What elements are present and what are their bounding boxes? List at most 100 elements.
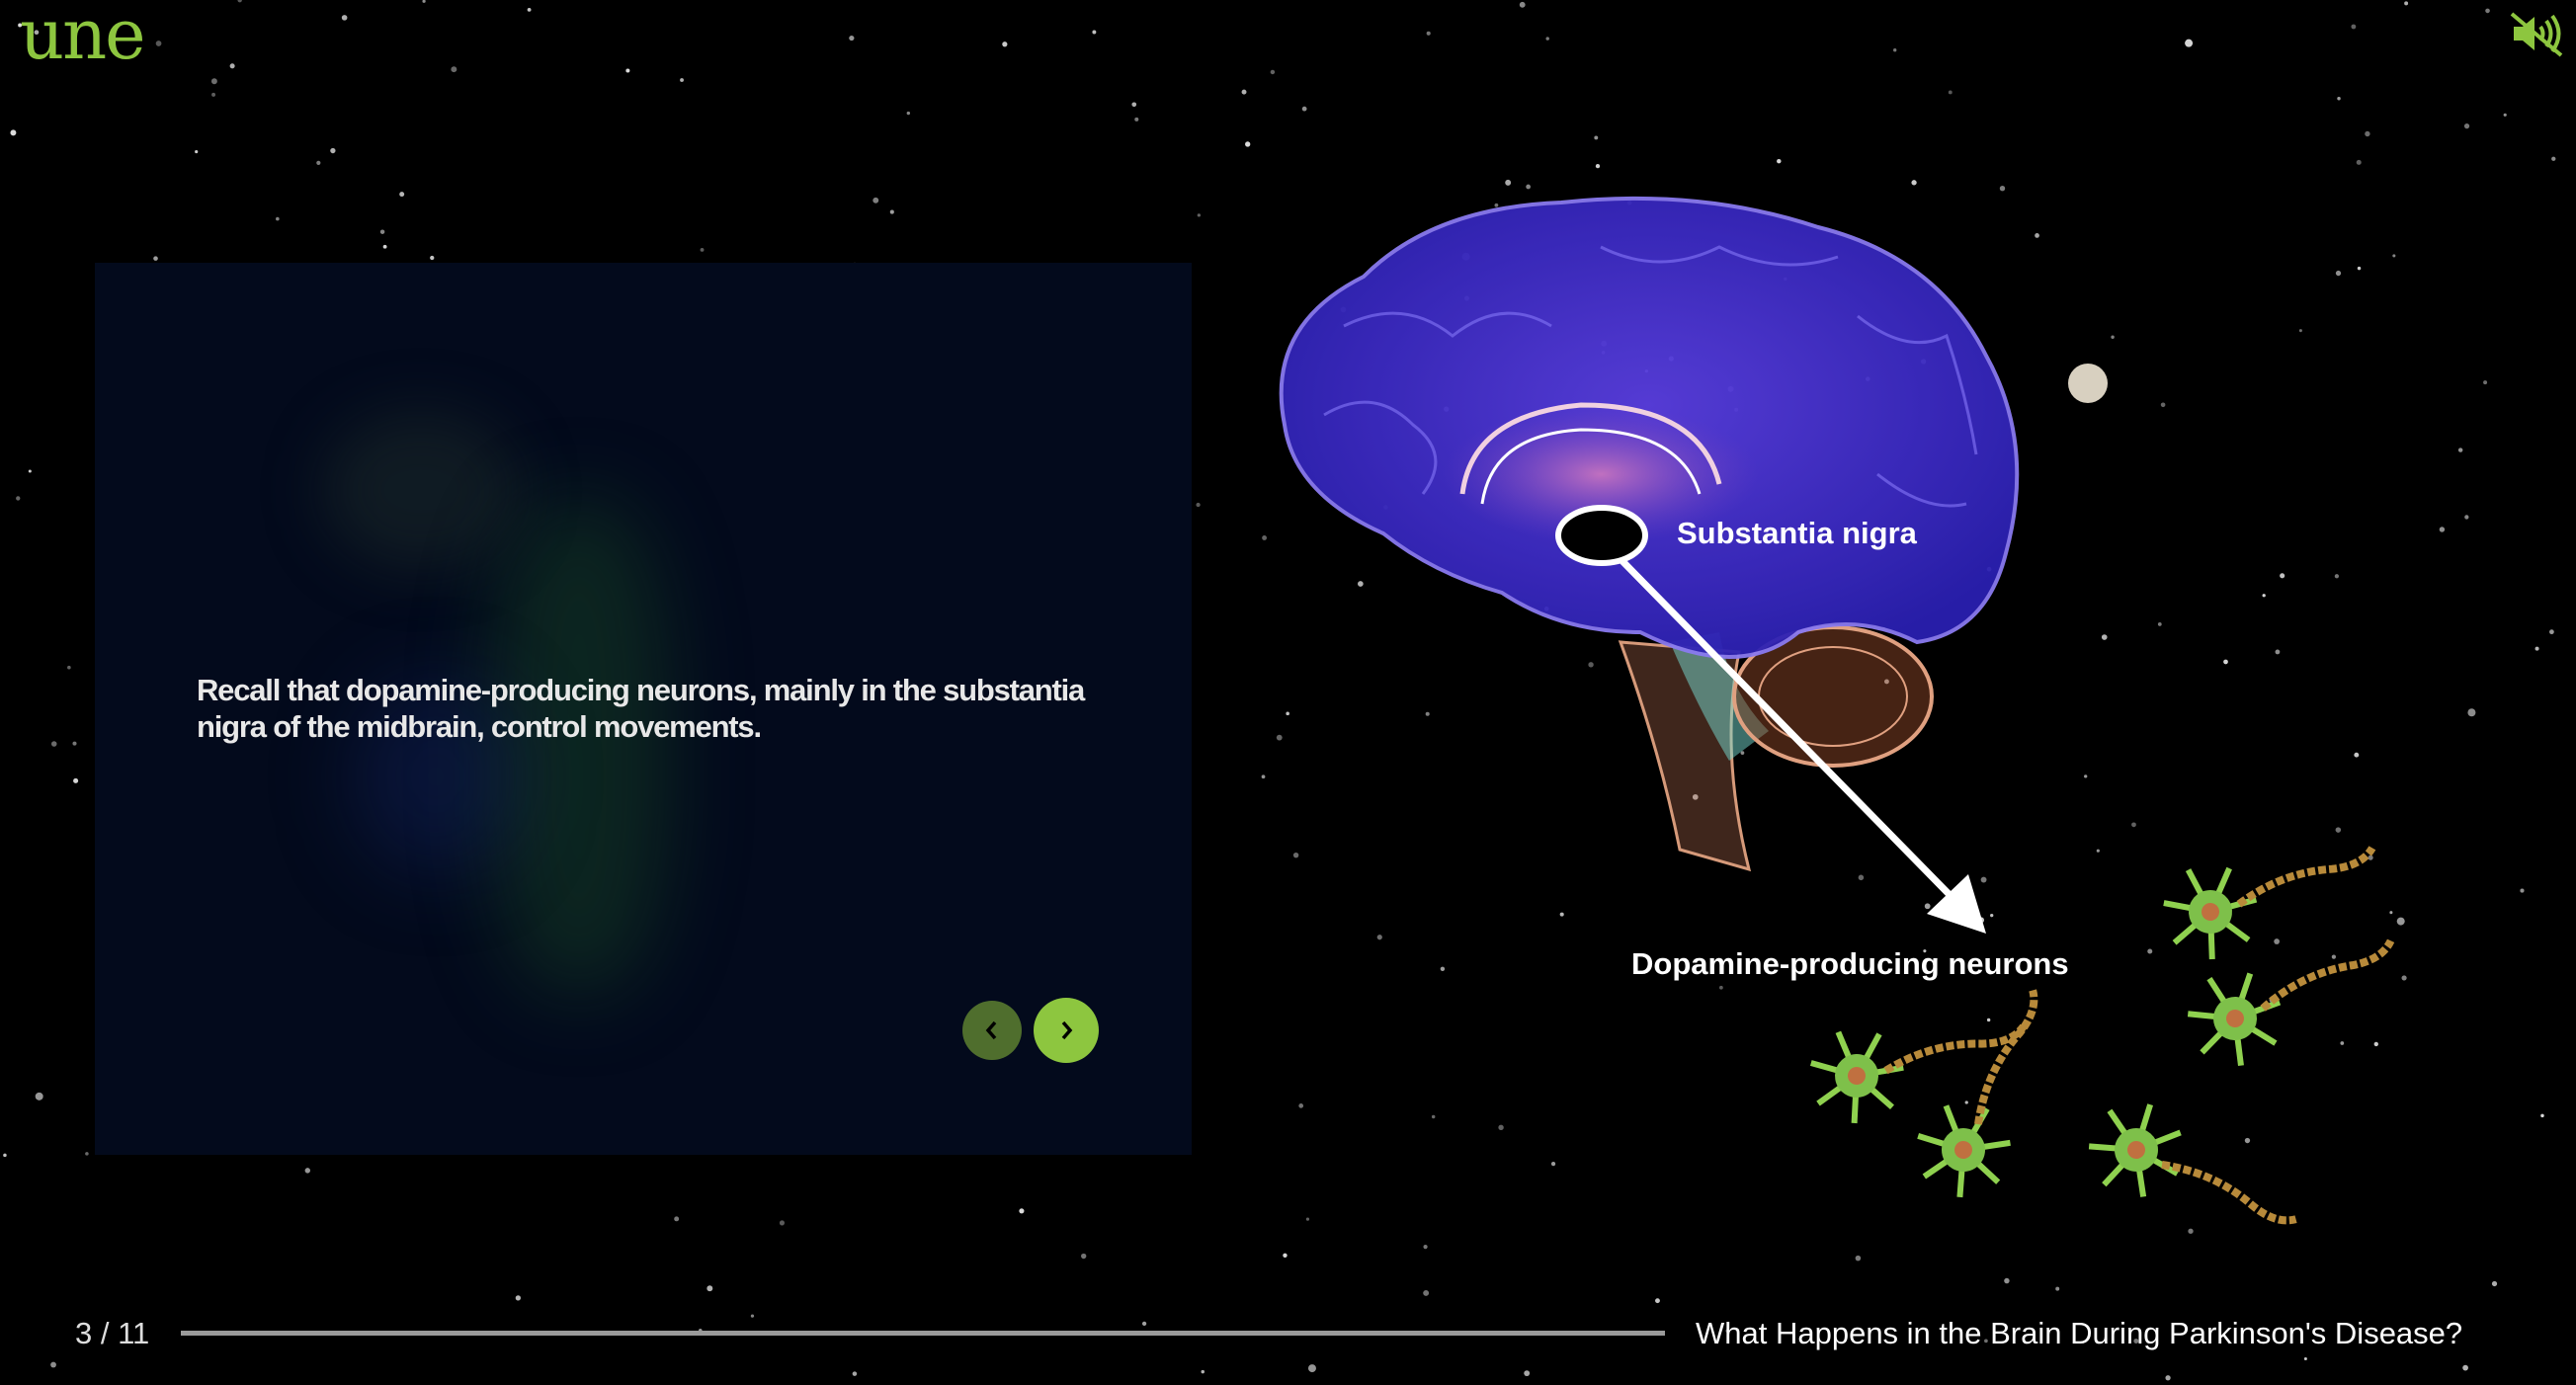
star bbox=[1241, 89, 1247, 95]
neuron bbox=[2163, 846, 2376, 960]
star bbox=[2084, 774, 2088, 778]
star bbox=[2244, 1137, 2251, 1144]
star bbox=[1425, 711, 1430, 716]
star bbox=[2540, 1113, 2544, 1118]
star bbox=[2485, 8, 2490, 14]
star bbox=[430, 255, 435, 261]
star bbox=[1692, 793, 1699, 800]
star bbox=[1002, 41, 1008, 47]
star bbox=[2157, 622, 2162, 626]
star bbox=[1134, 117, 1139, 122]
brain-illustration bbox=[1279, 196, 2395, 1225]
une-logo[interactable]: une bbox=[20, 0, 146, 75]
star bbox=[94, 46, 100, 51]
star bbox=[1725, 1329, 1729, 1333]
star bbox=[889, 209, 894, 214]
star bbox=[50, 1361, 56, 1368]
star bbox=[341, 15, 348, 21]
star bbox=[1245, 141, 1251, 147]
star bbox=[2335, 827, 2342, 833]
star bbox=[700, 247, 705, 252]
star bbox=[195, 150, 199, 154]
star bbox=[1911, 180, 1917, 186]
star bbox=[1964, 1100, 1968, 1104]
star bbox=[750, 1314, 755, 1318]
star bbox=[1262, 535, 1268, 540]
star bbox=[210, 78, 217, 85]
star bbox=[16, 496, 21, 501]
star bbox=[1423, 1289, 1430, 1296]
star bbox=[1092, 30, 1097, 35]
star bbox=[2401, 975, 2407, 981]
star bbox=[1201, 1369, 1205, 1374]
star bbox=[379, 229, 385, 234]
star bbox=[2298, 329, 2302, 333]
star bbox=[2354, 752, 2360, 758]
star bbox=[1777, 158, 1782, 164]
star bbox=[1197, 213, 1202, 217]
star bbox=[2335, 270, 2342, 277]
speaker-muted-icon bbox=[2510, 12, 2563, 57]
star bbox=[1545, 37, 1549, 41]
star bbox=[1276, 734, 1283, 741]
lesson-title: What Happens in the Brain During Parkins… bbox=[1696, 1316, 2463, 1350]
star bbox=[1283, 1253, 1288, 1258]
label-substantia-nigra: Substantia nigra bbox=[1677, 516, 1917, 550]
star bbox=[2463, 122, 2470, 129]
star bbox=[211, 92, 216, 97]
star bbox=[1986, 1018, 1991, 1022]
star bbox=[2491, 1280, 2498, 1287]
star bbox=[34, 30, 40, 36]
star bbox=[1440, 966, 1446, 971]
star bbox=[1595, 163, 1601, 169]
star bbox=[2055, 1286, 2060, 1291]
star bbox=[451, 66, 457, 73]
star bbox=[330, 147, 336, 154]
star bbox=[527, 7, 532, 12]
chevron-left-icon bbox=[985, 1020, 997, 1040]
star bbox=[2131, 822, 2136, 828]
star bbox=[1924, 903, 1931, 910]
star bbox=[1505, 179, 1512, 186]
star bbox=[1423, 1244, 1428, 1250]
star bbox=[1984, 1339, 1988, 1344]
slide-panel: Recall that dopamine-producing neurons, … bbox=[95, 263, 1192, 1155]
slide-text: Recall that dopamine-producing neurons, … bbox=[197, 673, 1085, 744]
star bbox=[2357, 266, 2362, 271]
star bbox=[1550, 1162, 1556, 1167]
star bbox=[2101, 634, 2108, 640]
star bbox=[625, 68, 630, 73]
star bbox=[1301, 106, 1307, 112]
star bbox=[2185, 39, 2194, 47]
star bbox=[85, 1152, 89, 1156]
star bbox=[2534, 646, 2539, 651]
star bbox=[873, 197, 879, 204]
star bbox=[422, 0, 426, 3]
star bbox=[2483, 380, 2488, 385]
pointer-arrow bbox=[1618, 556, 1986, 934]
star bbox=[1740, 751, 1745, 755]
star bbox=[852, 1371, 858, 1376]
star bbox=[3, 1153, 7, 1158]
star bbox=[906, 111, 911, 116]
previous-slide-button[interactable] bbox=[962, 1001, 1022, 1060]
progress-bar[interactable] bbox=[181, 1331, 1665, 1336]
star bbox=[680, 78, 684, 82]
star bbox=[2549, 629, 2554, 635]
mute-toggle-button[interactable] bbox=[2508, 10, 2565, 57]
star bbox=[1980, 876, 1987, 883]
star bbox=[1286, 711, 1289, 716]
star bbox=[28, 469, 32, 473]
next-slide-button[interactable] bbox=[1034, 998, 1099, 1063]
star bbox=[2274, 938, 2281, 944]
star bbox=[2356, 159, 2362, 165]
star bbox=[1923, 949, 1927, 953]
star bbox=[2368, 855, 2373, 860]
star bbox=[2396, 917, 2405, 926]
star bbox=[2165, 1375, 2171, 1381]
star bbox=[1494, 203, 1499, 207]
neuron bbox=[1809, 1023, 2028, 1124]
star bbox=[1196, 502, 1201, 508]
star bbox=[2004, 1277, 2010, 1284]
star bbox=[1893, 48, 1897, 52]
